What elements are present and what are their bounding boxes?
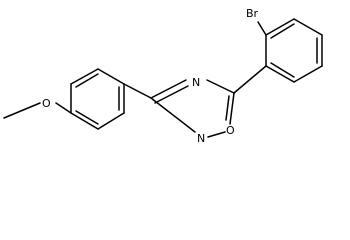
bond-c5-o1-double	[225, 95, 230, 121]
bond-brph-inner-1	[270, 23, 295, 39]
bond-anisyl-inner-1	[75, 73, 99, 88]
bond-c5-o1	[229, 92, 235, 125]
bond-c3-n4-double	[154, 85, 189, 104]
bond-methyl-o	[3, 102, 41, 119]
bond-anisyl-5	[97, 112, 125, 130]
atom-label-n-bottom: N	[197, 132, 205, 145]
bond-c-br	[257, 21, 267, 36]
bond-brph-inner-3	[270, 62, 295, 78]
atom-label-o-ring: O	[226, 124, 235, 137]
bond-c3-n4	[150, 79, 187, 99]
bond-aryl-c3	[123, 83, 152, 99]
bond-anisyl-3	[97, 68, 125, 85]
bond-n4-c5	[206, 79, 235, 94]
atom-label-br: Br	[246, 7, 259, 20]
bond-anisyl-2	[70, 68, 99, 85]
atom-label-n-top: N	[192, 76, 200, 89]
bond-o1-n2	[207, 131, 226, 138]
bond-anisyl-6	[70, 112, 99, 130]
bond-brph-5	[293, 65, 323, 83]
bond-n2-c3	[150, 97, 196, 133]
bond-brph-2	[265, 18, 295, 36]
bond-brph-6	[265, 65, 295, 83]
bond-o-aryl	[55, 102, 72, 114]
bond-brph-3	[293, 18, 323, 36]
atom-label-o-methoxy: O	[42, 97, 51, 110]
bond-anisyl-inner-3	[75, 110, 99, 125]
molecule-canvas: Br N O N O	[3, 7, 323, 145]
molecule-structure: Br N O N O	[3, 7, 323, 145]
bond-c5-aryl	[233, 65, 267, 94]
